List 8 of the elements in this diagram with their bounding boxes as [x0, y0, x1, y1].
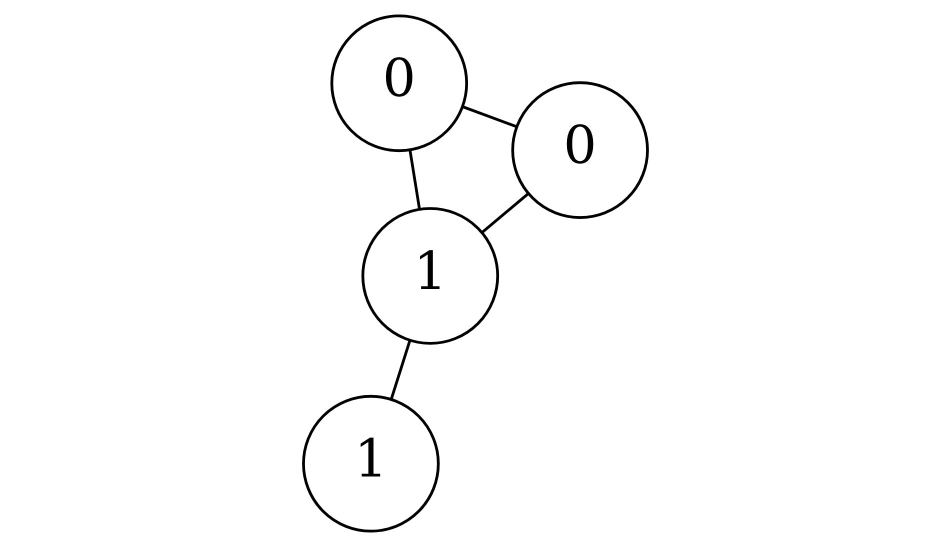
node-circle: 0	[510, 81, 648, 219]
node-circle: 0	[330, 14, 468, 152]
connector	[390, 340, 411, 400]
connector	[462, 105, 517, 128]
connector	[480, 193, 528, 234]
node-circle: 1	[360, 207, 499, 345]
connector	[408, 150, 420, 210]
node-circle: 1	[302, 394, 440, 533]
